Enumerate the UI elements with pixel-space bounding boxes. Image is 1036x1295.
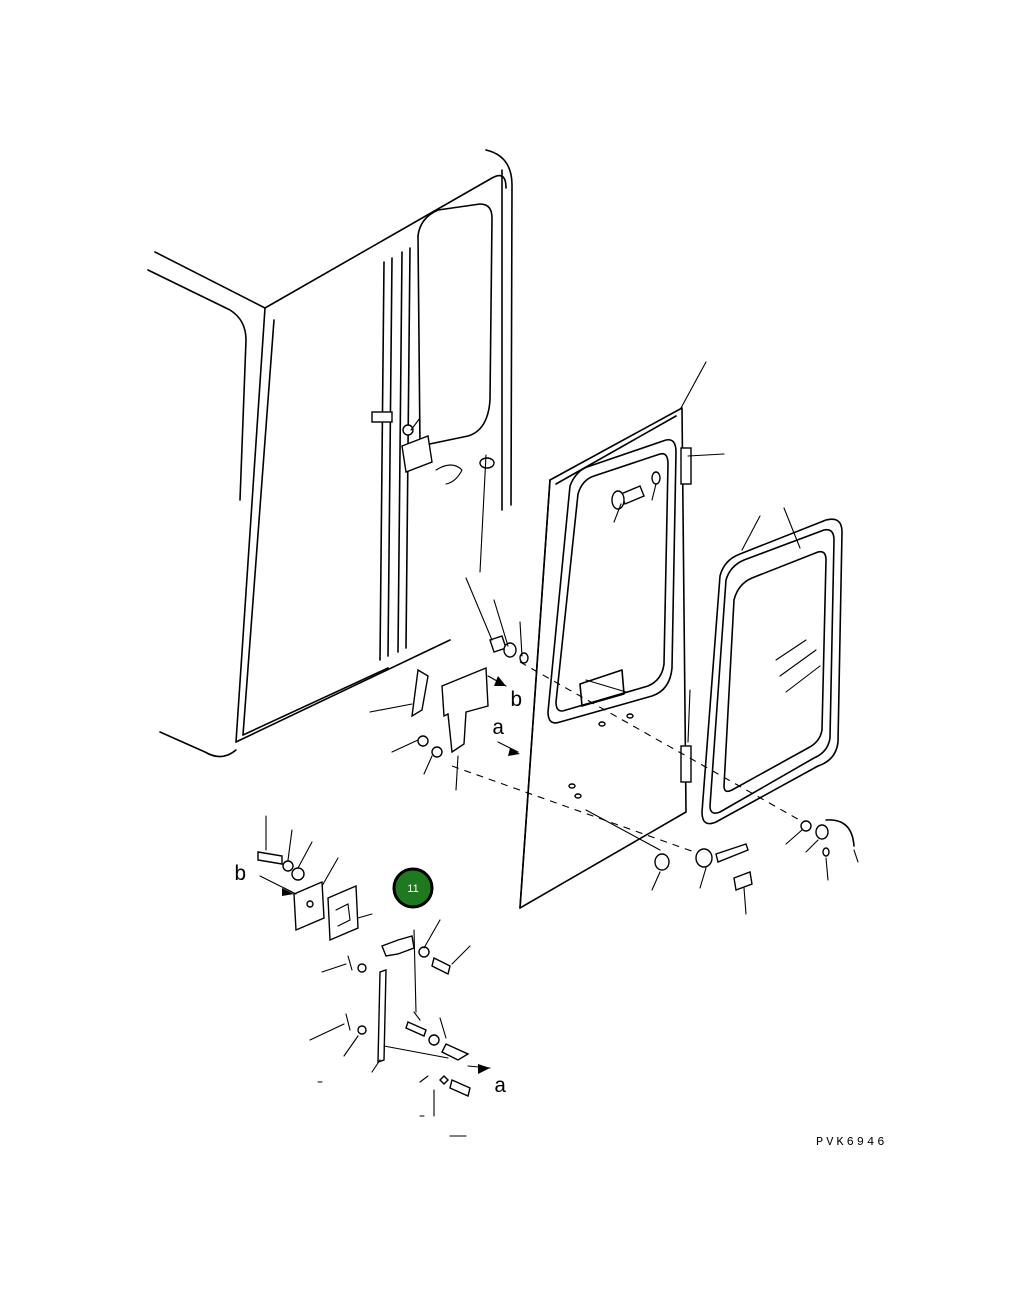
fasteners-right [651, 819, 859, 915]
arrow-head [478, 1064, 490, 1074]
callout-number: 11 [407, 883, 418, 895]
window-sash [701, 507, 843, 825]
view-label-b-sub: b [234, 864, 247, 887]
cab-body [147, 149, 513, 758]
part-callout-11[interactable]: 11 [392, 867, 434, 909]
view-label-b-main: b [510, 690, 523, 713]
view-label-a-sub: a [494, 1076, 507, 1099]
door-panel [519, 361, 725, 909]
latch-subassembly-b [257, 815, 373, 942]
view-label-a-main: a [492, 718, 505, 741]
striker-plate-assembly [369, 666, 519, 791]
projection-lines [451, 661, 811, 855]
arrow-head [508, 748, 520, 756]
rod-linkage [309, 919, 491, 1137]
drawing-code: PVK6946 [816, 1135, 887, 1149]
arrow-head [494, 676, 506, 686]
arrow-head [282, 888, 294, 896]
fastener-stack-upper [465, 577, 529, 664]
